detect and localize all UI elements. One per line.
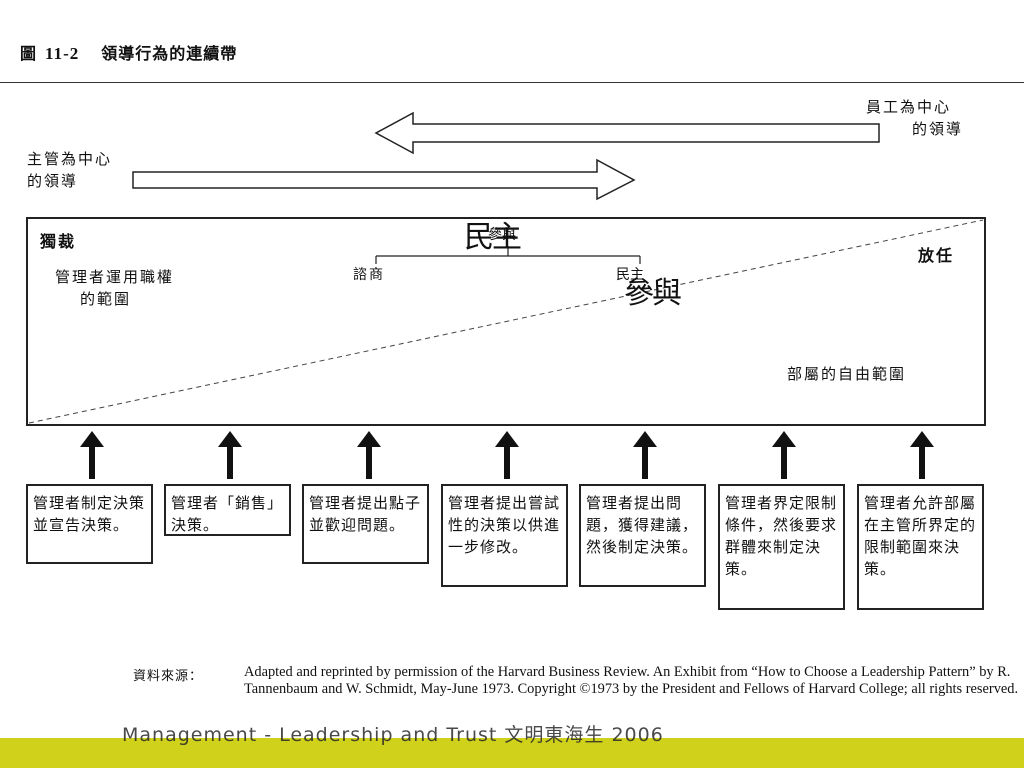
right-arrow-shape [132, 158, 636, 201]
up-arrow-1 [80, 431, 104, 479]
source-label: 資料來源： [133, 669, 204, 684]
figure-title-text: 領導行為的連續帶 [101, 44, 238, 63]
continuum-diagonal [28, 219, 984, 424]
up-arrow-4 [495, 431, 519, 479]
footer-text: Management - Leadership and Trust 文明東海生 … [122, 724, 664, 746]
figure-title-label: 圖 [20, 44, 38, 63]
source-text: Adapted and reprinted by permission of t… [244, 664, 1019, 697]
democracy-overlay-label: 民主 [464, 220, 522, 255]
behavior-box-6: 管理者界定限制條件，然後要求群體來制定決策。 [718, 484, 845, 610]
behavior-box-5: 管理者提出問題，獲得建議，然後制定決策。 [579, 484, 706, 587]
behavior-box-7: 管理者允許部屬在主管所界定的限制範圍來決策。 [857, 484, 984, 610]
manager-centered-label-2: 的領導 [27, 172, 79, 190]
continuum-box [26, 217, 986, 426]
manager-centered-label-1: 主管為中心 [27, 150, 113, 168]
participation-small-label: 參與 [488, 227, 516, 243]
figure-number: 11-2 [45, 44, 80, 63]
subordinate-freedom-label: 部屬的自由範圍 [787, 365, 907, 383]
participation-overlay-label: 參與 [624, 276, 682, 311]
title-divider [0, 82, 1024, 83]
behavior-box-2: 管理者「銷售」決策。 [164, 484, 291, 536]
manager-authority-label-2: 的範圍 [80, 290, 132, 308]
up-arrow-7 [910, 431, 934, 479]
employee-centered-label-2: 的領導 [912, 120, 964, 138]
up-arrow-5 [633, 431, 657, 479]
up-arrow-3 [357, 431, 381, 479]
behavior-box-1: 管理者制定決策並宣告決策。 [26, 484, 153, 564]
manager-authority-label-1: 管理者運用職權 [55, 268, 175, 286]
democracy-small-label: 民主 [616, 267, 644, 283]
employee-centered-label-1: 員工為中心 [866, 98, 952, 116]
left-arrow-shape [374, 111, 880, 155]
behavior-box-3: 管理者提出點子並歡迎問題。 [302, 484, 429, 564]
figure-title: 圖 11-2 領導行為的連續帶 [20, 40, 237, 64]
laissez-faire-label: 放任 [918, 246, 955, 265]
behavior-box-4: 管理者提出嘗試性的決策以供進一步修改。 [441, 484, 568, 587]
autocracy-label: 獨裁 [40, 232, 77, 251]
footer-bar [0, 738, 1024, 768]
up-arrow-6 [772, 431, 796, 479]
up-arrow-2 [218, 431, 242, 479]
consultation-label: 諮商 [353, 267, 385, 283]
